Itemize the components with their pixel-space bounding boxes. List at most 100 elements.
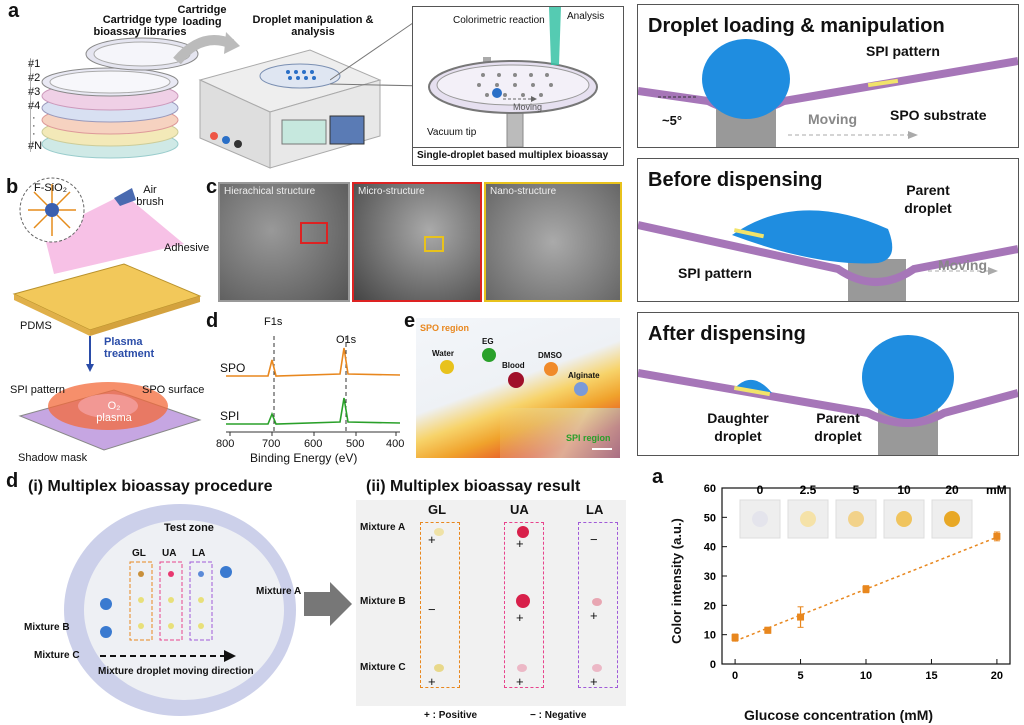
x-tick-label: 15 — [925, 670, 937, 682]
alginate-droplet — [574, 382, 588, 396]
water-label: Water — [432, 349, 454, 358]
result-col-la — [578, 522, 618, 688]
sem-micro-caption: Micro-structure — [358, 186, 425, 197]
xps-spi-label: SPI — [220, 409, 240, 423]
result-gl-header: GL — [428, 502, 447, 517]
index-4: #4 — [28, 100, 41, 112]
test-zone-label: Test zone — [164, 522, 214, 534]
y-tick-label: 10 — [704, 630, 716, 642]
index-2: #2 — [28, 72, 41, 84]
analysis-label: Analysis — [567, 11, 605, 22]
result-mixture-b: Mixture B — [360, 596, 406, 607]
xps-f1s-label: F1s — [264, 316, 283, 328]
index-3: #3 — [28, 86, 41, 98]
result-la-header: LA — [586, 502, 604, 517]
sem-roi-box — [300, 222, 328, 244]
result-c-ua: + — [516, 674, 524, 689]
xps-ticks: 800 700 600 500 400 — [216, 438, 420, 452]
spi-pattern-label: SPI pattern — [866, 43, 940, 59]
data-point — [797, 613, 805, 621]
moving-label-2: Moving — [938, 257, 987, 273]
shadow-mask-label: Shadow mask — [18, 452, 88, 464]
before-diagram — [638, 210, 1018, 301]
mixture-a-label: Mixture A — [256, 586, 302, 597]
sem-nano: Nano-structure — [484, 182, 622, 302]
blood-droplet — [508, 372, 524, 388]
panel-label-a: a — [8, 0, 20, 22]
y-tick-label: 50 — [704, 512, 716, 524]
result-b-gl: − — [428, 602, 436, 617]
y-tick-label: 0 — [710, 659, 716, 671]
fsio2-label: F-SiO₂ — [34, 182, 67, 194]
result-c-la: + — [590, 674, 598, 689]
cartridge-floating — [85, 37, 199, 71]
panel-title-loading: Droplet loading & manipulation — [648, 15, 945, 37]
inset-swatch — [896, 511, 912, 527]
cartridge-stack — [30, 58, 179, 159]
scale-bar-e — [592, 448, 612, 450]
x-tick-label: 10 — [860, 670, 872, 682]
index-dot-2: · — [32, 120, 36, 132]
result-a-gl: + — [428, 532, 436, 547]
y-tick-label: 30 — [704, 571, 716, 583]
spot-c-ua — [517, 664, 527, 672]
y-tick-label: 40 — [704, 542, 716, 554]
wetting-photo — [416, 318, 620, 458]
xps-tick-400: 400 — [386, 438, 405, 450]
air-brush-label: Air brush — [136, 184, 164, 208]
moving-label: Moving — [513, 102, 543, 112]
panel-title-before: Before dispensing — [648, 169, 823, 191]
data-point — [862, 585, 870, 593]
zone-ua-label: UA — [162, 548, 177, 559]
panel-label-a2: a — [652, 466, 664, 488]
pdms-label: PDMS — [20, 320, 52, 332]
blood-label: Blood — [502, 361, 525, 370]
sem-nano-caption: Nano-structure — [490, 186, 557, 197]
result-ua-header: UA — [510, 502, 529, 517]
inset-label: 5 — [853, 483, 860, 497]
result-col-gl — [420, 522, 460, 688]
spot-b-la — [592, 598, 602, 606]
result-mixture-c: Mixture C — [360, 662, 406, 673]
spi-region-label: SPI region — [566, 433, 611, 443]
after-diagram — [638, 335, 1018, 455]
panel-label-e: e — [404, 310, 416, 332]
eg-droplet — [482, 348, 496, 362]
data-point — [764, 626, 772, 634]
zoom-connector — [330, 13, 427, 87]
dmso-droplet — [544, 362, 558, 376]
panel-label-d2: d — [6, 470, 19, 492]
spo-region-label: SPO region — [420, 323, 470, 333]
spot-a-ua — [517, 526, 529, 538]
result-b-la: + — [590, 608, 598, 623]
inset-swatch — [944, 511, 960, 527]
chart-xlabel: Glucose concentration (mM) — [744, 707, 934, 723]
spot-a-gl — [434, 528, 444, 536]
spi-pattern-label-2: SPI pattern — [678, 265, 752, 281]
panel-title-after: After dispensing — [648, 323, 806, 345]
after-dispensing-panel: After dispensing Daughter droplet Parent… — [637, 312, 1019, 456]
o2-plasma-label: O₂ plasma — [96, 400, 132, 424]
libraries-label: Cartridge type bioassay libraries — [93, 14, 187, 38]
sem-hierarchical-caption: Hierachical structure — [224, 186, 316, 197]
spot-c-la — [592, 664, 602, 672]
spo-substrate-label: SPO substrate — [890, 107, 987, 123]
sem-roi-box-2 — [424, 236, 444, 252]
result-a-ua: + — [516, 536, 524, 551]
bioassay-zoom-box: Colorimetric reaction Analysis Moving Va… — [412, 6, 624, 166]
result-a-la: − — [590, 532, 598, 547]
zoom-caption: Single-droplet based multiplex bioassay — [413, 147, 621, 164]
mixture-b-label: Mixture B — [24, 622, 70, 633]
loading-label: Cartridge loading — [177, 4, 227, 28]
procedure-cartridge — [64, 504, 296, 716]
inset-unit: mM — [986, 483, 1007, 497]
xps-plot — [226, 336, 401, 436]
direction-label: Mixture droplet moving direction — [98, 666, 254, 677]
adhesive-label: Adhesive — [164, 242, 210, 254]
result-mixture-a: Mixture A — [360, 522, 406, 533]
x-tick-label: 0 — [732, 670, 738, 682]
zone-la-label: LA — [192, 548, 206, 559]
result-arrow — [304, 582, 352, 626]
panel-label-d: d — [206, 310, 219, 332]
